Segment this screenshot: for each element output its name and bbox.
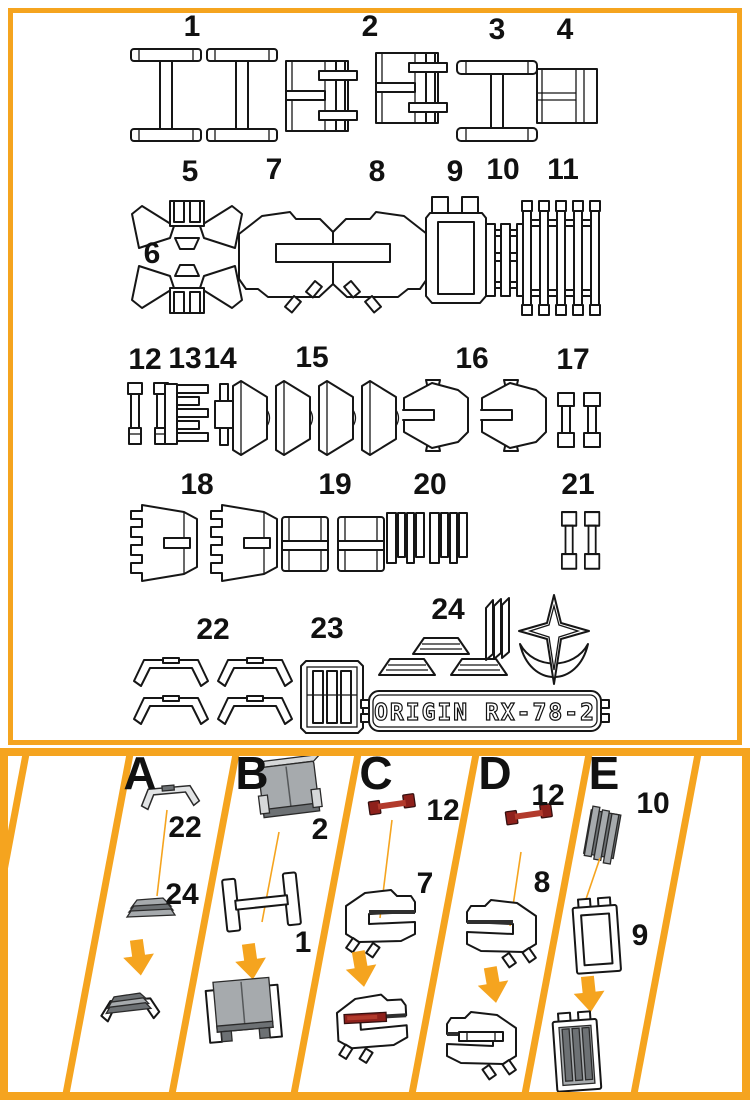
- part-number-label-4: 4: [556, 13, 574, 46]
- callout-c-top: 12: [426, 794, 460, 827]
- part-10-drawing: [485, 223, 527, 297]
- part-number-label-19: 19: [318, 468, 352, 501]
- part-number-label-6: 6: [143, 237, 161, 270]
- part-number-label-16: 16: [455, 342, 489, 375]
- panel-c-assembled: [335, 992, 410, 1066]
- panel-d-part-12: [504, 803, 553, 826]
- connector-line: [156, 809, 168, 897]
- panel-d-assembled-rod: [458, 1031, 504, 1042]
- part-13-drawing: [164, 383, 209, 445]
- step-letter-c: C: [359, 747, 393, 799]
- parts-inventory-drawing: ORIGIN RX-78-2: [8, 8, 742, 745]
- fin-stack-drawing: [485, 597, 510, 661]
- part-number-label-21: 21: [561, 468, 595, 501]
- part-11-drawing: [521, 200, 601, 316]
- part-3-drawing: [456, 60, 538, 142]
- part-9-drawing: [425, 196, 487, 304]
- part-number-label-8: 8: [368, 155, 386, 188]
- panel-a-part-22: [140, 784, 201, 811]
- part-number-label-20: 20: [413, 468, 447, 501]
- callout-b-bottom: 1: [294, 926, 312, 959]
- callout-b-top: 2: [311, 813, 329, 846]
- part-number-label-23: 23: [310, 612, 344, 645]
- callout-d-top: 12: [531, 779, 565, 812]
- callout-d-bottom: 8: [533, 866, 551, 899]
- part-number-label-1: 1: [183, 10, 201, 43]
- part-number-label-14: 14: [203, 342, 237, 375]
- panel-e-assembled: [551, 1010, 603, 1093]
- part-4-drawing: [536, 68, 598, 124]
- panel-a-part-24: [125, 897, 177, 918]
- callout-e-bottom: 9: [631, 919, 649, 952]
- part-number-label-10: 10: [486, 153, 520, 186]
- part-23-drawing: [300, 660, 364, 734]
- panel-b-part-2: [256, 753, 323, 819]
- part-number-label-2: 2: [361, 10, 379, 43]
- step-letter-e: E: [588, 747, 620, 799]
- panel-c-part-12: [367, 793, 416, 816]
- star-crescent-emblem: [518, 594, 590, 685]
- nameplate-drawing: ORIGIN RX-78-2: [360, 690, 610, 732]
- panel-a-assembled: [100, 992, 161, 1023]
- callout-c-bottom: 7: [416, 867, 434, 900]
- part-number-label-18: 18: [180, 468, 214, 501]
- callout-a-bottom: 24: [165, 878, 199, 911]
- panel-dividers: [0, 753, 702, 1095]
- part-number-label-13: 13: [168, 342, 202, 375]
- panel-b-part-1: [221, 871, 302, 933]
- parts-inventory-box: ORIGIN RX-78-2 1 2 3 4 5 6 7 8 9 10 11 1…: [8, 8, 742, 745]
- nameplate-text: ORIGIN RX-78-2: [374, 700, 596, 726]
- step-letter-a: A: [123, 747, 157, 799]
- panel-e-part-10: [582, 805, 622, 865]
- part-number-label-24: 24: [431, 593, 465, 626]
- connector-line: [584, 857, 601, 903]
- part-number-label-12: 12: [128, 343, 162, 376]
- part-number-label-7: 7: [265, 153, 283, 186]
- callout-a-top: 22: [168, 811, 202, 844]
- callout-e-top: 10: [636, 787, 670, 820]
- panel-e-part-9: [571, 896, 622, 975]
- step-letter-d: D: [478, 747, 512, 799]
- part-number-label-22: 22: [196, 613, 230, 646]
- panel-b-assembled: [204, 976, 283, 1044]
- assembly-drawing: [0, 748, 750, 1100]
- part-number-label-17: 17: [556, 343, 590, 376]
- assembly-frame: [0, 748, 750, 1100]
- assembly-section: A B C D E 22 24 2 1 12 7 12 8 10 9: [0, 748, 750, 1100]
- part-number-label-3: 3: [488, 13, 506, 46]
- step-letter-b: B: [235, 747, 269, 799]
- part-number-label-11: 11: [547, 153, 579, 186]
- part-number-label-5: 5: [181, 155, 199, 188]
- part-number-label-15: 15: [295, 341, 329, 374]
- part-number-label-9: 9: [446, 155, 464, 188]
